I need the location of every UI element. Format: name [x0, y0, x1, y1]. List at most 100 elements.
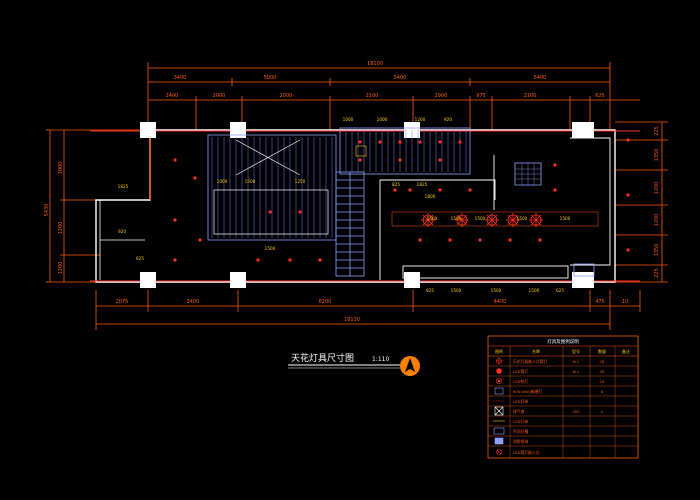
dim-inner-misc-2: 1250: [295, 179, 306, 184]
dim-inner-misc-4: 825: [136, 256, 144, 261]
left-dimension-chains: [46, 129, 150, 283]
drawing-title-block: 天花灯具尺寸图 1:110: [288, 352, 420, 376]
legend-row-name: 600×600格栅灯: [513, 389, 542, 394]
legend-row-name: LED筒灯: [513, 369, 528, 374]
dim-inner-misc-1: 1500: [245, 179, 256, 184]
column: [140, 122, 156, 138]
column: [230, 272, 246, 288]
recessed-downlight-icon: [496, 449, 502, 455]
dim-inner-mid-1: 1825: [417, 182, 428, 187]
dim-top-r1-0: 3400: [174, 75, 187, 81]
legend-header-1: 名称: [532, 348, 540, 354]
column: [230, 122, 246, 138]
inner-dimension-labels: 1000 1000 1200 920 825 1825 1800 1500 15…: [118, 117, 571, 293]
dim-bottom-0: 2075: [116, 299, 129, 305]
dim-inner-mid-4: 1500: [451, 216, 462, 221]
dim-inner-mid-6: 1500: [517, 216, 528, 221]
dim-bottom-3: 4400: [494, 299, 507, 305]
dim-inner-mid-5: 1500: [475, 216, 486, 221]
column: [572, 122, 594, 138]
dim-right-2: 1200: [654, 182, 660, 195]
downlight-dots: [173, 138, 630, 262]
legend-row-name: 吊顶灯槽: [513, 429, 528, 434]
legend-row-qty: 18: [600, 379, 605, 384]
column: [140, 272, 156, 288]
legend-row-qty: 28: [600, 359, 605, 364]
left-dimension-text: 5430 3000 1200 1200: [44, 162, 64, 275]
dim-inner-bot-3: 1500: [529, 288, 540, 293]
legend-header-4: 备注: [622, 348, 630, 354]
legend-symbols: [493, 357, 505, 455]
exhaust-fan-icon: [494, 406, 504, 416]
legend-row-qty: 6: [601, 389, 604, 394]
legend-header-3: 数量: [598, 348, 606, 354]
led-downlight-icon: [496, 368, 502, 374]
drawing-scale: 1:110: [372, 356, 389, 363]
dim-right-4: 1350: [654, 244, 660, 257]
lamp-symbols: [421, 213, 543, 227]
column: [404, 272, 420, 288]
top-dimension-text: 18100 3400 5000 5400 5400 2400 2000 2000…: [166, 61, 605, 99]
downlight-icon: [495, 357, 503, 365]
dim-left-2: 1200: [58, 222, 64, 235]
legend-header-2: 型号: [572, 348, 580, 354]
dim-bottom-2: 6200: [319, 299, 332, 305]
dim-inner-top-1: 1000: [377, 117, 388, 122]
staircase: [335, 171, 365, 277]
dim-inner-mid-2: 1800: [425, 194, 436, 199]
dim-inner-top-2: 1200: [415, 117, 426, 122]
dim-top-r2-4: 2900: [435, 93, 448, 99]
dim-overall-top: 18100: [367, 61, 383, 67]
column: [572, 272, 594, 288]
sprinkler-icon: [494, 437, 504, 445]
ceiling-zone-left: [207, 134, 337, 241]
dim-inner-top-0: 1000: [343, 117, 354, 122]
drawing-title: 天花灯具尺寸图: [291, 352, 354, 364]
dim-top-r2-3: 2100: [366, 93, 379, 99]
spotlight-icon: [455, 213, 469, 227]
spotlight-icon: [506, 213, 520, 227]
dim-inner-bot-1: 1500: [451, 288, 462, 293]
dim-bottom-5: 10: [622, 299, 628, 305]
dim-bottom-1: 3400: [187, 299, 200, 305]
legend-row-qty: 4: [601, 409, 604, 414]
spotlight-icon: [529, 213, 543, 227]
dim-left-0: 5430: [44, 204, 50, 217]
legend-row-qty: 36: [600, 369, 605, 374]
light-trough-icon: [493, 427, 505, 435]
legend-title: 灯具及图例说明: [547, 338, 579, 345]
dim-overall-bottom: 18130: [344, 317, 360, 323]
dim-top-r2-6: 2100: [524, 93, 537, 99]
dim-inner-top-3: 920: [444, 117, 452, 122]
dim-top-r1-3: 5400: [534, 75, 547, 81]
dim-right-0: 225: [654, 126, 660, 136]
dim-right-3: 1200: [654, 214, 660, 227]
ceiling-boundary: [90, 130, 640, 282]
legend-row-model: Φ-1: [573, 359, 580, 364]
top-dimension-chains: [147, 62, 640, 130]
legend-row-name: LED灯带: [513, 419, 528, 424]
dim-left-3: 1200: [58, 262, 64, 275]
spotlight-icon: [485, 213, 499, 227]
dim-inner-mid-7: 1500: [560, 216, 571, 221]
right-dimension-text: 225 1350 1200 1200 1350 225: [654, 126, 660, 278]
legend-table: 灯具及图例说明 图例 名称 型号 数量 备注 天花灯具嵌入式筒灯 LED筒灯 L…: [487, 335, 639, 459]
dim-inner-misc-6: 1825: [118, 184, 129, 189]
legend-row-name: LED筒灯嵌入式: [513, 450, 540, 455]
dim-inner-bot-2: 1500: [491, 288, 502, 293]
legend-header-0: 图例: [495, 348, 503, 354]
right-area-partitions: [379, 137, 611, 280]
dim-top-r2-5: 975: [476, 93, 486, 99]
dim-inner-mid-3: 1500: [427, 216, 438, 221]
right-dimension-chains: [615, 121, 668, 283]
dim-top-r1-2: 5400: [394, 75, 407, 81]
dim-right-5: 225: [654, 268, 660, 278]
dim-inner-misc-0: 1000: [217, 179, 228, 184]
spotlight-icon: [421, 213, 435, 227]
dim-bottom-4: 475: [595, 299, 605, 305]
dim-top-r2-0: 2400: [166, 93, 179, 99]
legend-row-name: 排气扇: [513, 409, 525, 414]
led-spotlight-icon: [496, 378, 502, 384]
legend-row-model: Φ-1: [573, 369, 580, 374]
